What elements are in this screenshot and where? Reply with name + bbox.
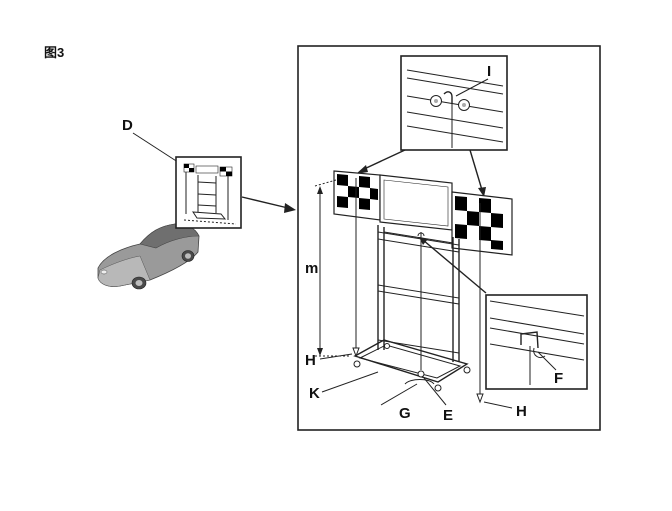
label-f: F: [554, 370, 563, 387]
leader-g: [380, 383, 418, 406]
dimension-m: [314, 179, 350, 357]
angle-arc: [404, 379, 435, 385]
hook-detail-icon: [485, 294, 588, 390]
plumb-bob-icon: [352, 178, 484, 404]
leader-f: [537, 351, 557, 371]
leader-to-f: [422, 239, 487, 294]
left-target-board: [333, 170, 381, 221]
label-d: D: [122, 117, 133, 134]
car-icon: [97, 223, 200, 290]
leader-e: [423, 377, 447, 406]
right-target-board: [451, 191, 513, 256]
leader-i: [455, 78, 489, 97]
label-g: G: [399, 405, 411, 422]
label-i: I: [487, 63, 491, 80]
label-k: K: [309, 385, 320, 402]
label-h-right: H: [516, 403, 527, 420]
leader-h-right: [483, 401, 513, 409]
label-h-left: H: [305, 352, 316, 369]
label-e: E: [443, 407, 453, 424]
inset-arrow: [241, 196, 289, 209]
detail-box-i: [400, 55, 508, 151]
arrow-head: [284, 203, 296, 213]
label-m: m: [305, 260, 318, 277]
leader-h-left: [319, 353, 353, 360]
stand-frame: [353, 225, 471, 392]
target-stand-inset: [175, 156, 242, 229]
leader-k: [321, 371, 379, 393]
figure-label: 图3: [44, 45, 64, 60]
